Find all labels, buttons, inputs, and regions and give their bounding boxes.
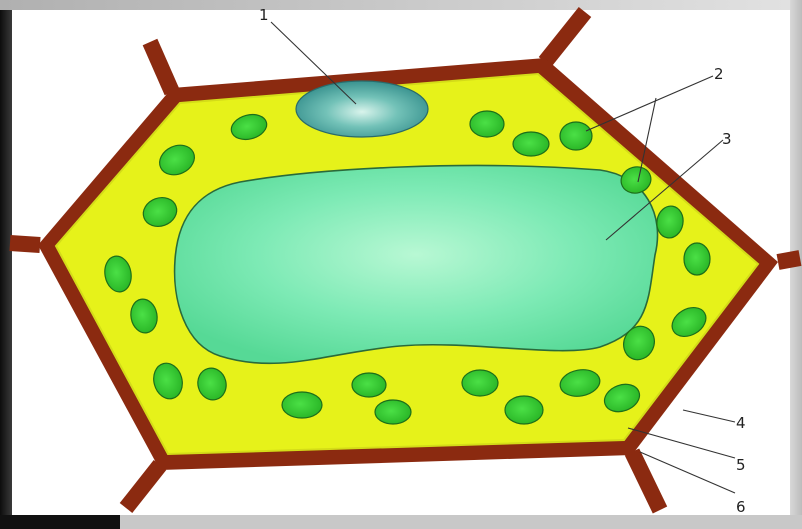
chloroplast-icon — [684, 243, 710, 275]
chloroplast-icon — [505, 396, 543, 424]
chloroplast-icon — [282, 392, 322, 418]
frame-top-bar — [0, 0, 802, 10]
label-1: 1 — [259, 6, 269, 24]
frame-bottom-bar-light — [120, 515, 802, 529]
label-5: 5 — [736, 456, 746, 474]
wall-extension-right — [778, 258, 800, 262]
wall-extension-left — [10, 243, 40, 245]
chloroplast-icon — [560, 122, 592, 150]
nucleus — [296, 81, 428, 137]
frame-left-bar — [0, 0, 12, 529]
label-3: 3 — [722, 130, 732, 148]
label-6: 6 — [736, 498, 746, 516]
chloroplast-icon — [352, 373, 386, 397]
chloroplast-icon — [470, 111, 504, 137]
frame-bottom-bar-dark — [0, 515, 120, 529]
chloroplast-icon — [462, 370, 498, 396]
label-4: 4 — [736, 414, 746, 432]
label-2: 2 — [714, 65, 724, 83]
chloroplast-icon — [513, 132, 549, 156]
chloroplast-icon — [375, 400, 411, 424]
central-vacuole — [175, 166, 658, 364]
